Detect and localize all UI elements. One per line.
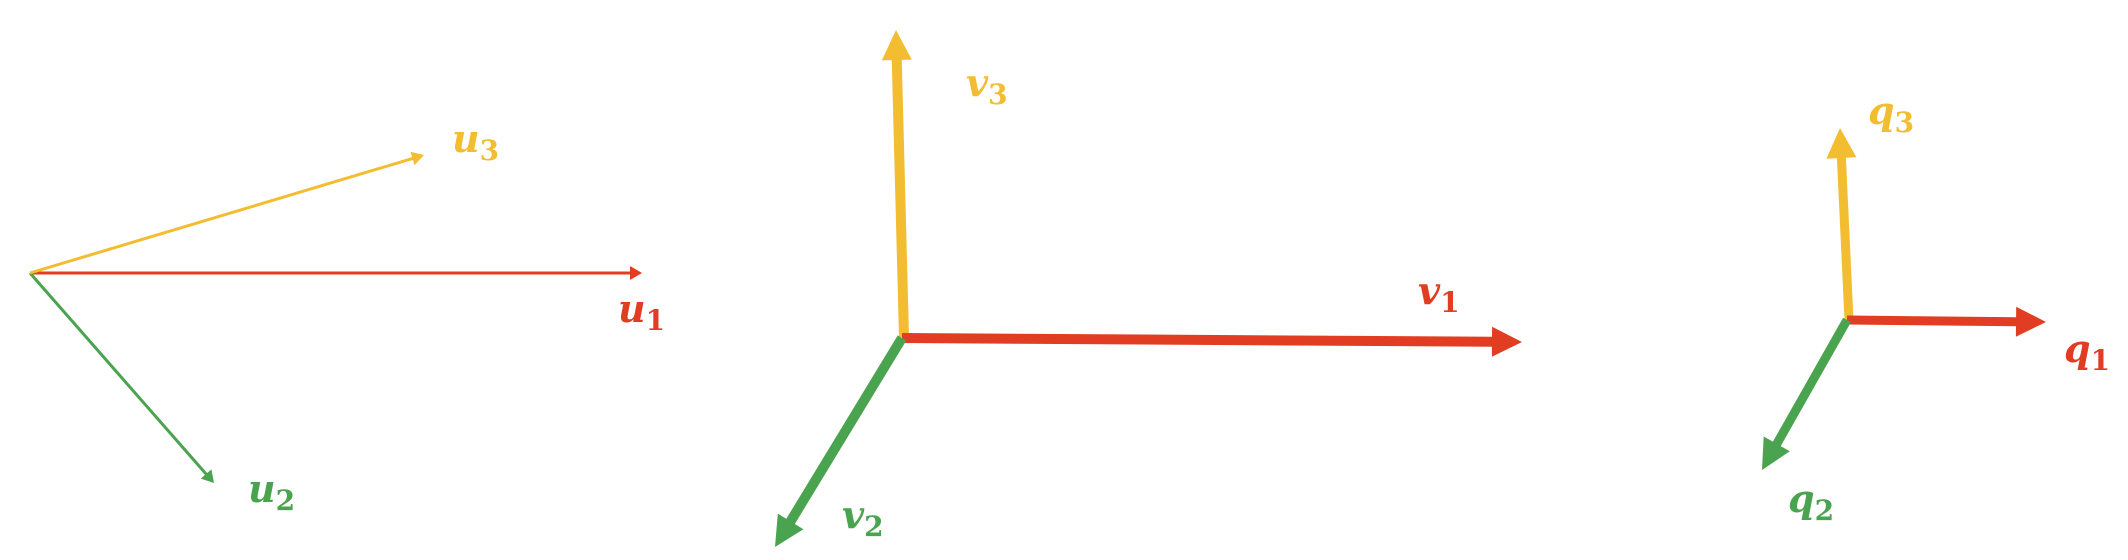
vector-group-v: v1 v2 v3 — [775, 30, 1522, 547]
vector-v3-arrow — [891, 57, 909, 338]
vector-q1-arrow — [1846, 315, 2019, 327]
vector-q1-arrowhead — [2015, 306, 2046, 337]
vector-u3-arrowhead — [410, 151, 424, 166]
label-u3: u3 — [452, 116, 499, 167]
vector-q3-arrow — [1836, 155, 1854, 321]
vector-u3-arrow — [29, 156, 415, 275]
label-q1: q1 — [2064, 326, 2110, 377]
label-q3: q3 — [1868, 88, 1914, 139]
vector-u1-arrowhead — [630, 266, 642, 280]
vector-v3-arrowhead — [881, 30, 912, 61]
vector-q3-arrowhead — [1826, 128, 1857, 159]
vector-v1-arrowhead — [1491, 326, 1522, 357]
vector-u2-arrowhead — [200, 469, 214, 483]
label-u2: u2 — [248, 466, 295, 517]
vector-v1-arrow — [901, 333, 1495, 347]
vector-q2-arrowhead — [1762, 436, 1790, 470]
vector-v2-arrow — [785, 335, 907, 526]
vector-u2-arrow — [28, 272, 209, 477]
vector-q2-arrow — [1771, 317, 1851, 448]
vector-v2-arrowhead — [775, 513, 804, 547]
label-u1: u1 — [618, 286, 665, 337]
label-v3: v3 — [966, 60, 1008, 111]
label-v2: v2 — [842, 492, 884, 543]
vector-group-u: u1 u2 u3 — [28, 116, 665, 517]
label-q2: q2 — [1788, 476, 1834, 527]
vector-group-q: q1 q2 q3 — [1762, 88, 2110, 527]
label-v1: v1 — [1418, 268, 1460, 319]
